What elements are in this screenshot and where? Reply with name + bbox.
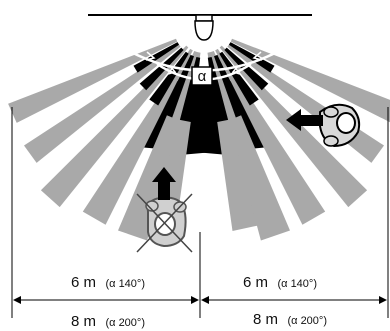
detection-zone-near-23 xyxy=(228,42,275,73)
detection-zone-far-12 xyxy=(8,38,178,123)
detection-zone-far-9 xyxy=(219,45,368,208)
detection-zone-near-19 xyxy=(219,51,259,106)
arrow-left-icon xyxy=(286,109,323,131)
detection-zones xyxy=(8,38,390,241)
angle-arc-inner-tick-right xyxy=(231,65,241,75)
label-left-8m: 8 m (α 200°) xyxy=(71,313,145,330)
alpha-label: α xyxy=(198,68,207,85)
detection-zone-far-8 xyxy=(40,45,189,208)
detection-zone-near-15 xyxy=(207,57,229,123)
angle-arc-outer-tick-right xyxy=(252,51,263,61)
cross-out-icon xyxy=(136,193,193,253)
detection-zone-far-10 xyxy=(24,44,181,163)
detection-zone-near-20 xyxy=(139,47,184,91)
motion-detector-icon xyxy=(194,14,214,41)
alpha-label-box xyxy=(191,66,213,86)
detection-zone-near-21 xyxy=(224,47,269,91)
detection-zone-near-18 xyxy=(149,51,189,106)
detection-zone-far-13 xyxy=(230,38,390,123)
detection-zone-near-22 xyxy=(133,42,180,73)
arrow-up-icon xyxy=(152,167,176,200)
person-approaching-icon xyxy=(319,103,361,148)
label-left-6m: 6 m (α 140°) xyxy=(71,274,145,291)
angle-arc-inner-tick-left xyxy=(167,65,177,75)
angle-arc-outer-tick-left xyxy=(145,51,156,61)
label-right-6m: 6 m (α 140°) xyxy=(243,274,317,291)
label-right-8m: 8 m (α 200°) xyxy=(253,311,327,328)
